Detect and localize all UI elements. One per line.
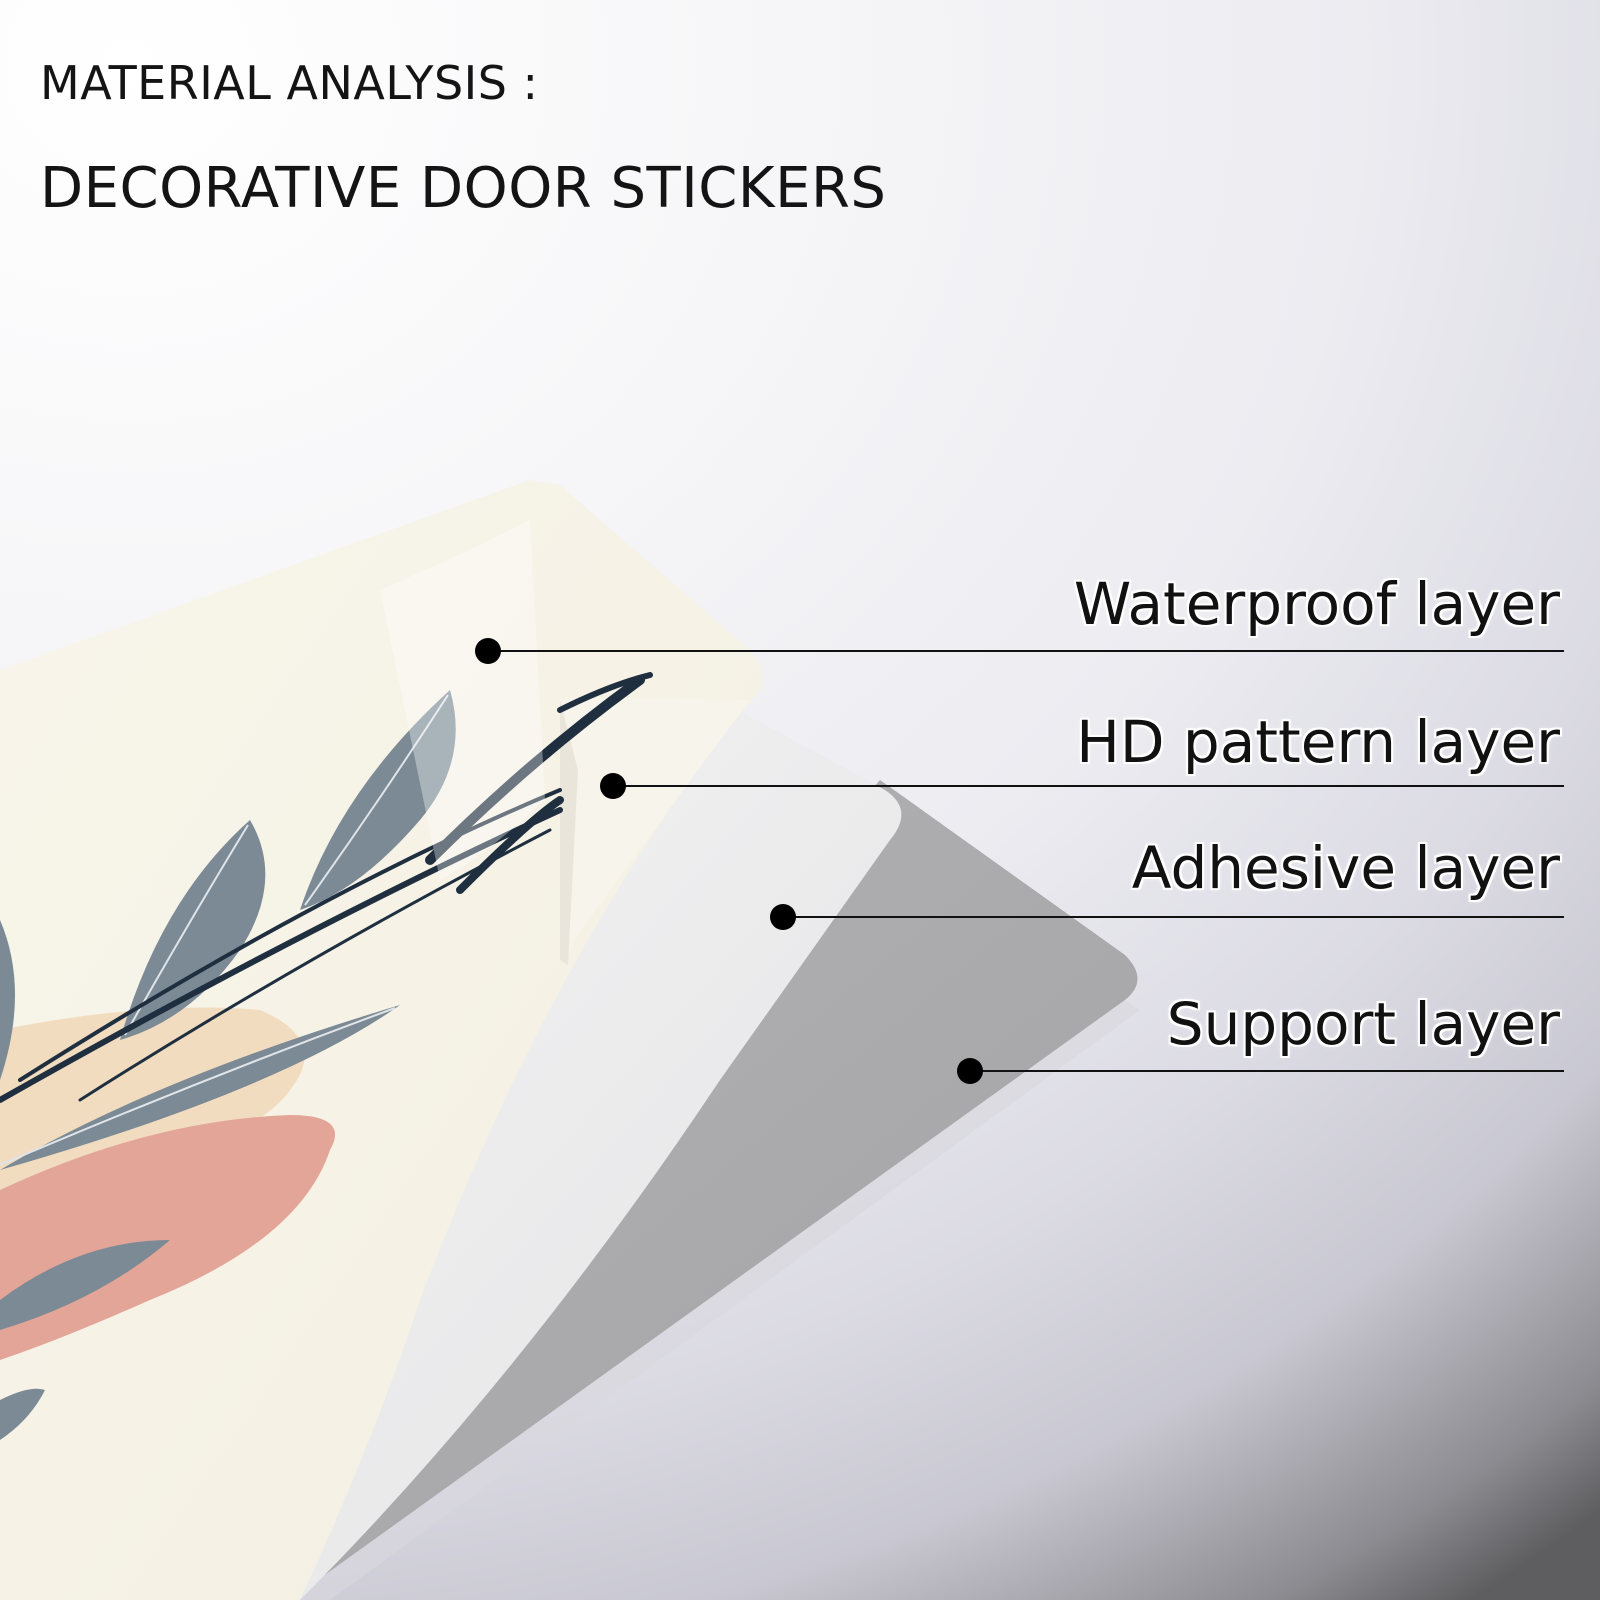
leader-line-waterproof bbox=[488, 650, 1564, 652]
dot-support bbox=[957, 1058, 983, 1084]
pattern-navy-fronds bbox=[0, 672, 653, 1103]
dot-adhesive bbox=[770, 904, 796, 930]
label-adhesive-layer: Adhesive layer bbox=[1131, 834, 1560, 902]
pattern-coral-blob bbox=[0, 1115, 335, 1360]
label-hd-pattern-layer: HD pattern layer bbox=[1076, 708, 1560, 776]
leader-line-support bbox=[970, 1070, 1564, 1072]
dot-hd-pattern bbox=[600, 773, 626, 799]
pattern-gray-leaves bbox=[0, 690, 456, 1440]
label-waterproof-layer: Waterproof layer bbox=[1073, 570, 1560, 638]
leader-line-hd-pattern bbox=[613, 785, 1564, 787]
dot-waterproof bbox=[475, 638, 501, 664]
support-layer-shadow bbox=[290, 1000, 1140, 1600]
waterproof-gloss bbox=[380, 520, 545, 880]
page-subtitle: DECORATIVE DOOR STICKERS bbox=[40, 156, 887, 221]
curl-edge-shadow bbox=[560, 700, 578, 965]
page-title: MATERIAL ANALYSIS : bbox=[40, 56, 539, 110]
hd-pattern-layer-curl bbox=[560, 697, 750, 960]
leader-line-adhesive bbox=[783, 916, 1564, 918]
label-support-layer: Support layer bbox=[1166, 990, 1560, 1058]
